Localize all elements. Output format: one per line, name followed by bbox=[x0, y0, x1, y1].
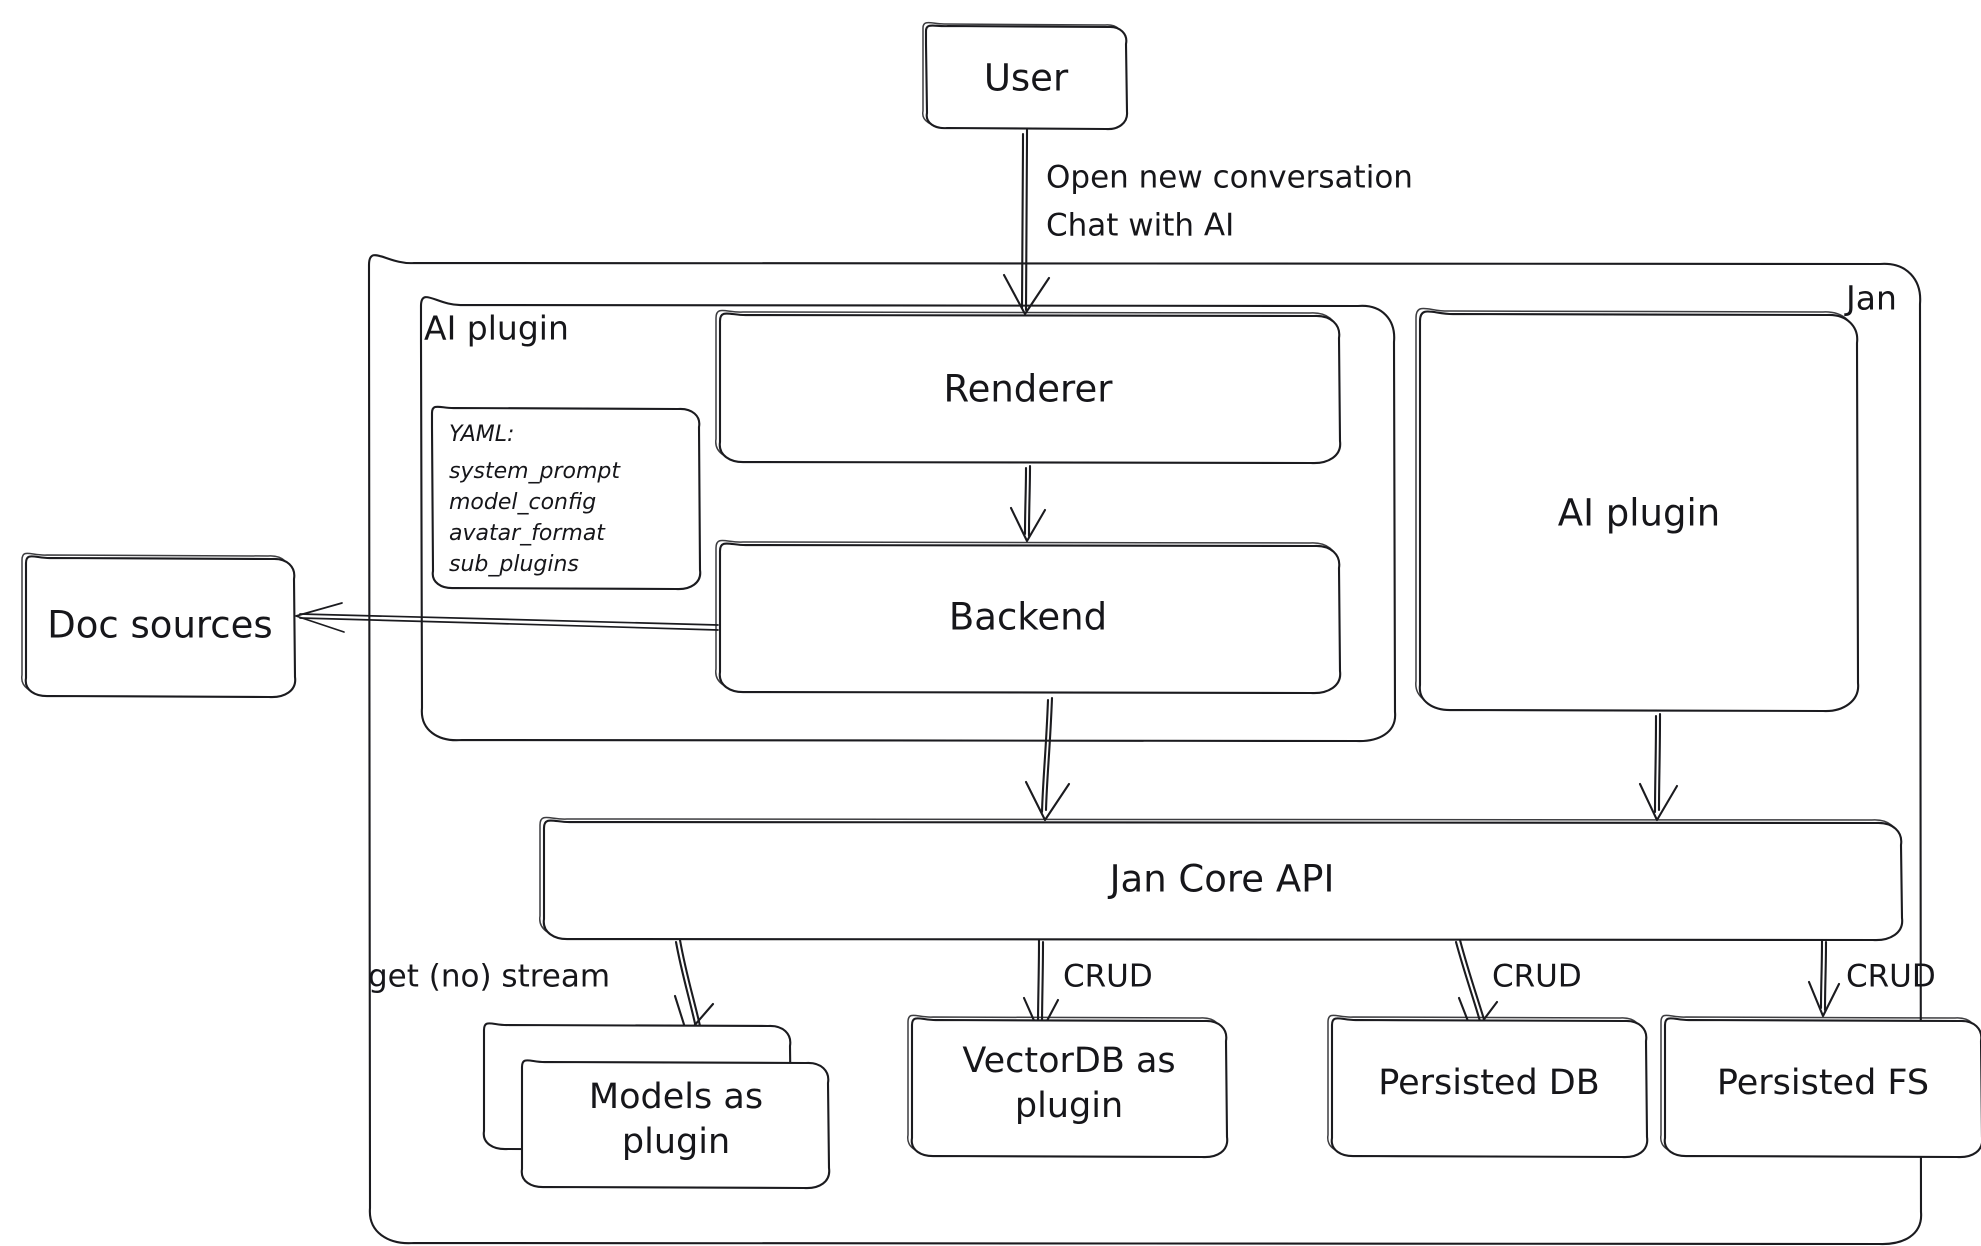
node-models-plugin[interactable]: Models as plugin bbox=[482, 1022, 831, 1190]
node-vectordb-plugin[interactable]: VectorDB as plugin bbox=[907, 1014, 1229, 1159]
node-ai-plugin-right[interactable]: AI plugin bbox=[1415, 307, 1860, 713]
note-yaml-key-3: sub_plugins bbox=[449, 552, 579, 577]
node-renderer-label: Renderer bbox=[944, 368, 1114, 411]
edge-core-to-models: get (no) stream bbox=[368, 938, 715, 1036]
group-jan-label: Jan bbox=[1844, 279, 1897, 318]
node-persisted-db[interactable]: Persisted DB bbox=[1327, 1014, 1649, 1159]
node-models-plugin-label-line2: plugin bbox=[622, 1122, 730, 1162]
node-backend-label: Backend bbox=[949, 596, 1107, 639]
edge-user-to-renderer: Open new conversation Chat with AI bbox=[1002, 128, 1413, 316]
edge-user-to-renderer-label-line1: Open new conversation bbox=[1046, 160, 1413, 196]
node-jan-core-api-label: Jan Core API bbox=[1108, 858, 1335, 901]
node-persisted-fs-label: Persisted FS bbox=[1717, 1063, 1929, 1103]
edge-core-to-persisted-fs-label: CRUD bbox=[1846, 959, 1936, 995]
group-ai-plugin-label: AI plugin bbox=[424, 309, 569, 348]
edge-core-to-models-label: get (no) stream bbox=[368, 959, 610, 995]
edge-core-to-vectordb-label: CRUD bbox=[1063, 959, 1153, 995]
node-user[interactable]: User bbox=[922, 21, 1129, 131]
node-persisted-fs[interactable]: Persisted FS bbox=[1660, 1014, 1981, 1159]
node-user-label: User bbox=[984, 57, 1069, 100]
note-yaml-header: YAML: bbox=[449, 422, 514, 447]
node-ai-plugin-right-label: AI plugin bbox=[1558, 492, 1720, 535]
node-models-plugin-label-line1: Models as bbox=[589, 1077, 763, 1117]
edge-core-to-persisted-fs: CRUD bbox=[1807, 938, 1936, 1018]
node-doc-sources-label: Doc sources bbox=[47, 604, 272, 647]
node-renderer[interactable]: Renderer bbox=[715, 309, 1342, 465]
edge-core-to-persisted-db-label: CRUD bbox=[1492, 959, 1582, 995]
edge-backend-to-doc-sources bbox=[295, 602, 719, 633]
edge-renderer-to-backend bbox=[1009, 464, 1047, 543]
node-jan-core-api[interactable]: Jan Core API bbox=[539, 816, 1904, 942]
edge-user-to-renderer-label-line2: Chat with AI bbox=[1046, 208, 1234, 244]
node-vectordb-plugin-label-line2: plugin bbox=[1015, 1086, 1123, 1126]
note-yaml-key-2: avatar_format bbox=[449, 521, 606, 546]
note-yaml-key-0: system_prompt bbox=[449, 459, 621, 484]
note-yaml[interactable]: YAML: system_prompt model_config avatar_… bbox=[430, 405, 702, 591]
node-backend[interactable]: Backend bbox=[715, 539, 1342, 695]
node-persisted-db-label: Persisted DB bbox=[1378, 1063, 1600, 1103]
node-doc-sources[interactable]: Doc sources bbox=[21, 552, 297, 699]
note-yaml-key-1: model_config bbox=[449, 490, 596, 515]
node-vectordb-plugin-label-line1: VectorDB as bbox=[962, 1041, 1175, 1081]
